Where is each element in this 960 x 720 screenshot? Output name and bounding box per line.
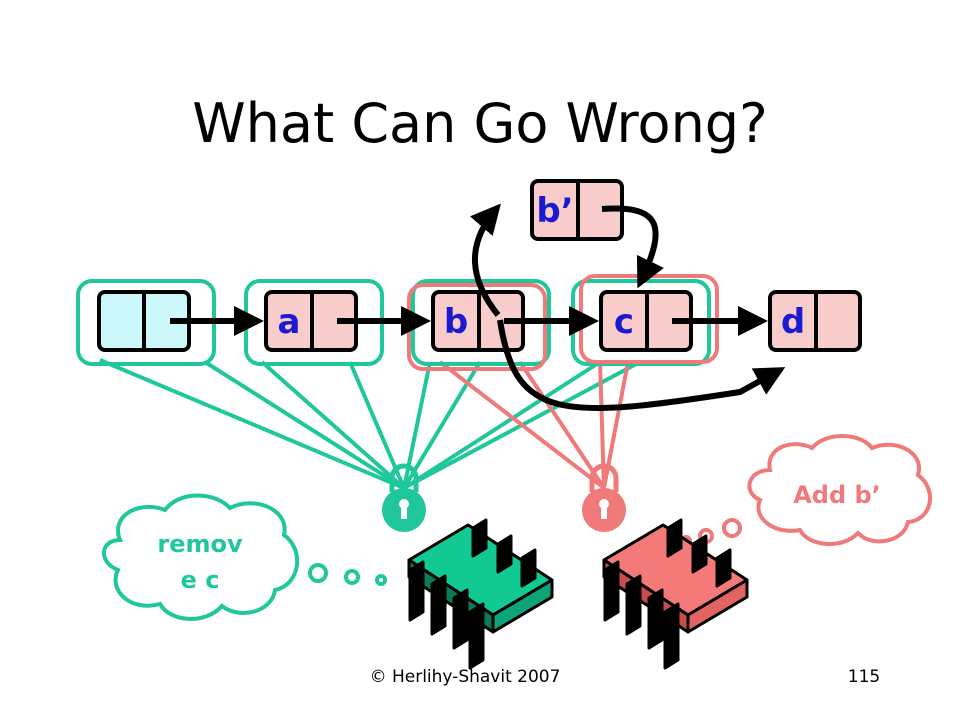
node-a-label: a [278,302,301,342]
footer-page-number: 115 [848,667,880,687]
green-thought-line2: e c [181,566,220,594]
page-title: What Can Go Wrong? [192,92,767,155]
red-lock-icon [582,463,626,532]
node-d: d [768,290,862,352]
node-b-prime: b’ [530,179,624,241]
red-thought-cloud: Add b’ [747,434,932,547]
node-b-prime-label: b’ [536,191,573,231]
red-thought-text: Add b’ [793,481,881,509]
green-thought-line1: remov [157,530,243,558]
green-lock-lines [99,358,641,490]
green-thread-chip-icon [407,518,554,670]
node-b-label: b [444,302,468,342]
green-thought-bubbles [308,563,387,586]
red-thought-bubbles [680,518,742,547]
node-c-label: c [614,302,634,342]
green-thought-cloud: remov e c [102,493,300,621]
pointer-arrows [170,203,786,411]
green-lock-icon [382,463,426,532]
red-thread-chip-icon [602,518,749,670]
node-d-label: d [781,302,805,342]
footer-copyright: © Herlihy-Shavit 2007 [370,667,561,687]
node-head [97,290,191,352]
